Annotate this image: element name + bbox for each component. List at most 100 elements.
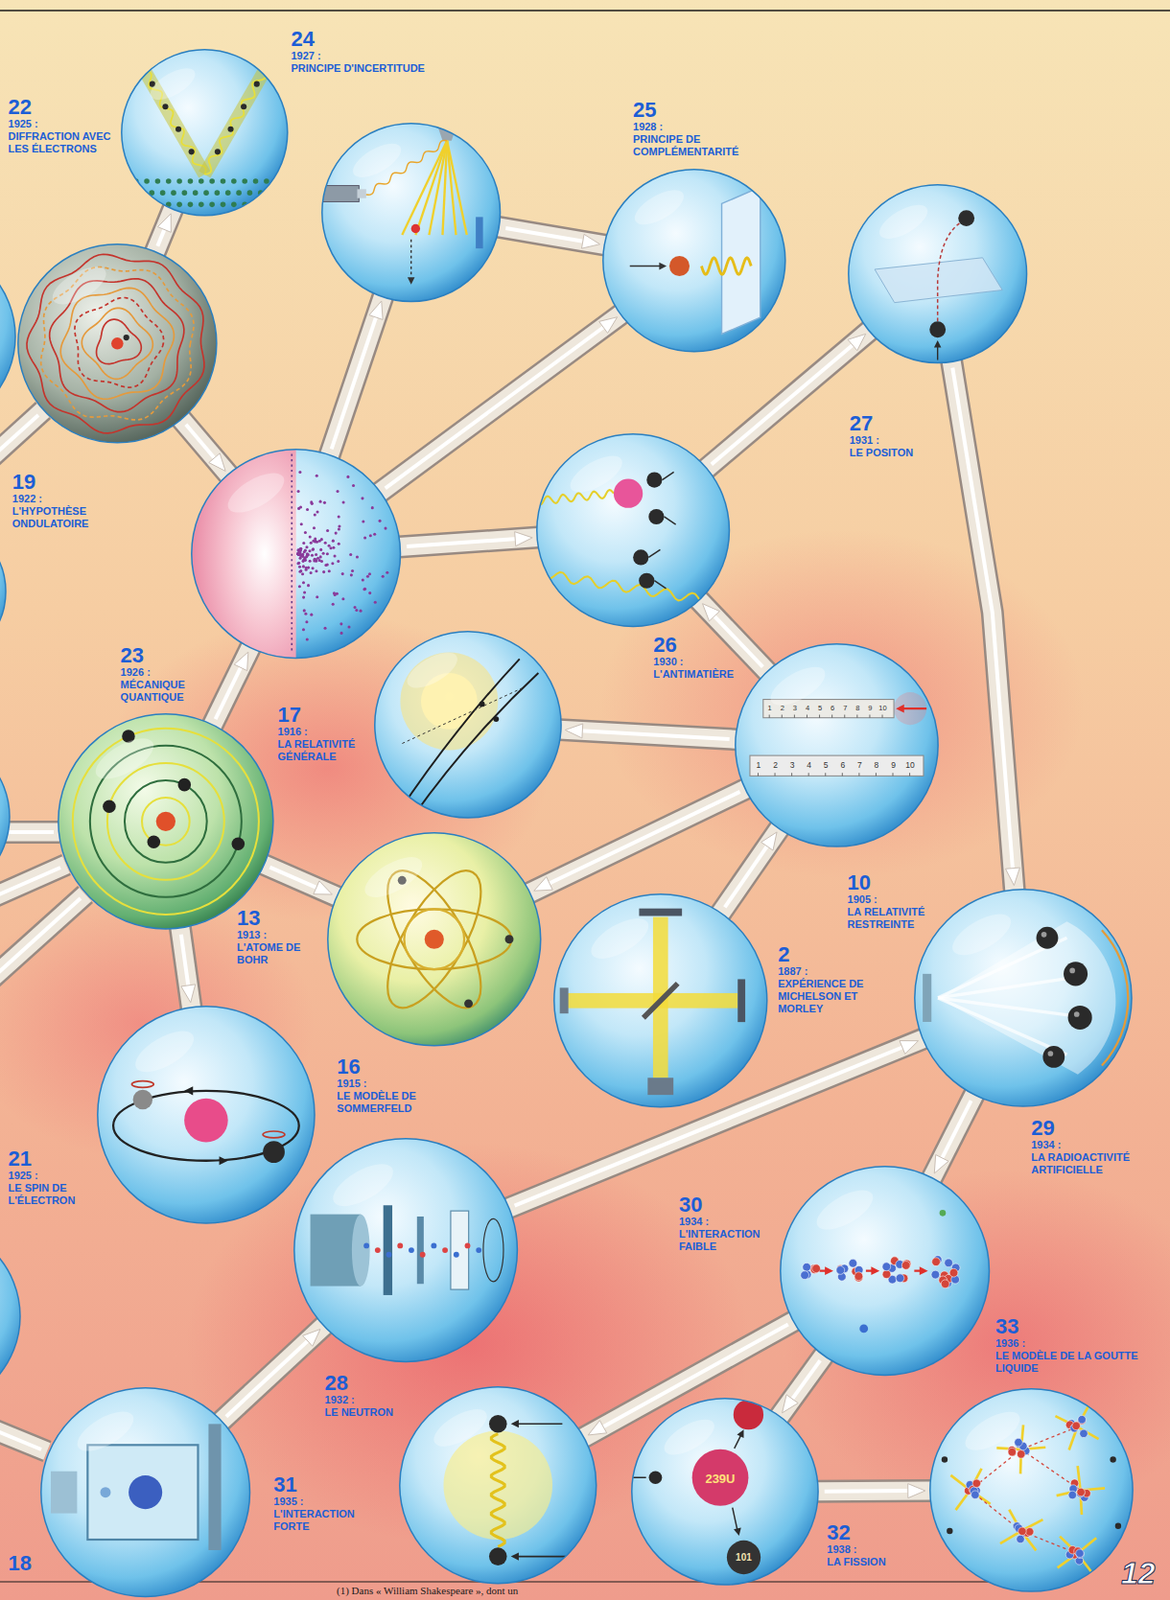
probability-dot (305, 508, 309, 512)
ruler-number: 8 (855, 704, 860, 713)
arrow-head (702, 604, 721, 622)
arrow-head (511, 1420, 519, 1428)
light-ray (443, 140, 448, 234)
sphere-content (560, 908, 746, 1095)
ruler-tick (859, 772, 861, 776)
particle-highlight (1069, 968, 1076, 975)
tube-outline (720, 827, 780, 914)
particle (374, 1247, 380, 1254)
sphere (374, 631, 561, 819)
sphere-rim (120, 49, 287, 216)
electron (504, 935, 514, 944)
sphere (18, 244, 217, 444)
probability-dot (341, 598, 345, 602)
sphere-rim (930, 1389, 1133, 1592)
arrow-tube (180, 927, 196, 1009)
probability-dot (302, 541, 305, 545)
node-caption: 311935 :L'INTERACTION FORTE (273, 1474, 384, 1534)
arrow-tube (497, 227, 606, 249)
arrow-tube (398, 532, 539, 548)
orbit-wave (74, 298, 164, 389)
orbit (107, 763, 225, 881)
crystal-atom (225, 189, 232, 196)
tube-outline (778, 1355, 825, 1419)
illustration (922, 906, 1128, 1076)
event-title: MÉCANIQUE QUANTIQUE (120, 678, 215, 704)
drawing-part (0, 898, 81, 981)
probability-dot (306, 585, 310, 588)
particle (464, 1242, 470, 1249)
electron (123, 334, 130, 341)
event-title: LE NEUTRON (325, 1406, 407, 1420)
probability-dot (303, 609, 306, 613)
probability-dot (353, 606, 357, 609)
nucleus (128, 1475, 163, 1510)
ruler-number: 7 (857, 761, 863, 771)
arrow-head (587, 1421, 607, 1436)
callout-number: 10 (847, 872, 960, 894)
arrow-shaft (406, 538, 517, 547)
probability-dot (302, 582, 305, 585)
crystal-atom (213, 189, 220, 196)
drawing-part (0, 9, 1170, 12)
arrow-head (184, 1086, 193, 1096)
ruler-tick (875, 772, 877, 776)
event-title: PRINCIPE D'INCERTITUDE (290, 62, 429, 75)
sphere-node: 261930 :L'ANTIMATIÈRE (536, 433, 730, 628)
node-caption: 291934 :LA RADIOACTIVITÉ ARTIFICIELLE (1030, 1118, 1162, 1177)
sphere-content (26, 255, 205, 435)
probability-dot (322, 552, 326, 556)
isotope-label: 239U (704, 1472, 735, 1485)
sphere-rim (537, 434, 730, 628)
illustration (113, 1023, 300, 1166)
probability-dot (319, 548, 323, 552)
crystal-atom (187, 202, 193, 209)
sphere-node: 18 (40, 1387, 251, 1598)
gloss (221, 466, 290, 522)
probability-dot (320, 560, 324, 563)
arrow-head (234, 652, 249, 671)
arrow-shaft (940, 1100, 971, 1161)
crystal-atom (192, 189, 199, 196)
ray (937, 976, 1083, 999)
detector (482, 1218, 503, 1283)
crystal-atom (181, 189, 188, 196)
gloss (348, 136, 407, 184)
sphere-content (113, 1023, 300, 1166)
ruler-tick (781, 714, 783, 718)
crystal-atom (263, 178, 270, 185)
arrow-line (654, 581, 666, 589)
tube-outline (211, 647, 251, 727)
arrow-head (934, 1155, 949, 1174)
ruler-number: 6 (830, 704, 835, 713)
probability-dot (305, 546, 309, 550)
event-title: L'INTERACTION FORTE (273, 1508, 384, 1534)
probability-dot (298, 570, 302, 574)
arrow-head (369, 301, 383, 320)
gloss (585, 910, 656, 967)
sphere-node: 21887 :EXPÉRIENCE DE MICHELSON ET MORLEY (553, 893, 769, 1109)
probability-dot (303, 557, 306, 561)
event-title: LE SPIN DE L'ÉLECTRON (8, 1182, 95, 1208)
node-caption: 21887 :EXPÉRIENCE DE MICHELSON ET MORLEY (777, 944, 906, 1016)
cylinder-end (351, 1215, 370, 1287)
sphere-content (922, 906, 1128, 1076)
node-caption: 191922 :L'HYPOTHÈSE ONDULATOIRE (12, 471, 134, 531)
probability-dot (304, 531, 307, 535)
ruler-number: 5 (823, 761, 829, 771)
orbit-wave (96, 320, 142, 365)
probability-dot (320, 538, 324, 542)
probability-dot (314, 553, 318, 557)
probability-dot (327, 570, 331, 574)
illustration (941, 1404, 1122, 1574)
arrow-head (514, 532, 533, 547)
plate (416, 1216, 423, 1285)
gloss (326, 1155, 399, 1215)
gloss (873, 197, 933, 245)
illustration (428, 1402, 570, 1567)
sphere-outline (929, 1388, 1134, 1593)
drawing-part (0, 244, 16, 429)
particle (99, 1487, 111, 1498)
probability-dot (324, 541, 328, 545)
